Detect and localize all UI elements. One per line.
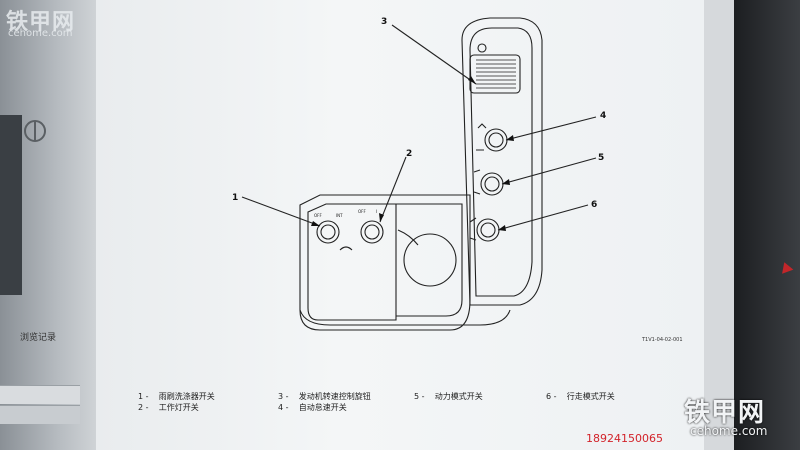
worklight-off-label: OFF <box>358 209 366 214</box>
console-pillar-outer <box>461 17 543 306</box>
figure-code: T1V1-04-02-001 <box>642 337 683 343</box>
console-pillar-inner <box>469 27 533 297</box>
callout-6: 6 <box>591 200 597 210</box>
power-mode-switch <box>480 172 504 196</box>
recess-curve <box>397 229 419 246</box>
legend-text: 雨刷洗涤器开关 <box>158 392 215 401</box>
worklight-on-label: I <box>376 209 377 214</box>
legend-text: 动力模式开关 <box>434 392 483 401</box>
base-panel-right <box>396 203 463 317</box>
peace-icon <box>24 120 46 142</box>
legend-num: 3 - <box>278 392 289 401</box>
auto-idle-symbols <box>476 123 487 151</box>
base-panel-outer <box>299 194 471 331</box>
leader-3 <box>391 24 477 85</box>
travel-mode-symbols <box>469 217 477 241</box>
phone-number: 18924150065 <box>586 432 663 445</box>
legend-item-4: 4 - 自动怠速开关 <box>278 402 347 413</box>
leader-6 <box>497 204 589 231</box>
travel-mode-switch <box>476 218 500 242</box>
watermark-brand: 铁甲网 <box>6 10 76 35</box>
legend-text: 行走模式开关 <box>566 392 615 401</box>
callout-4: 4 <box>600 111 606 121</box>
center-dial-recess <box>403 233 457 287</box>
legend-text: 自动怠速开关 <box>298 403 347 412</box>
legend-item-3: 3 - 发动机转速控制旋钮 <box>278 391 371 402</box>
wiper-switch <box>316 220 340 244</box>
throttle-indicator-icon <box>477 43 487 53</box>
right-margin <box>704 0 734 450</box>
power-mode-symbols <box>473 169 481 195</box>
legend-num: 5 - <box>414 392 425 401</box>
bottom-sweep <box>299 309 511 326</box>
legend-item-2: 2 - 工作灯开关 <box>138 402 199 413</box>
wiper-symbol <box>339 246 353 251</box>
wiper-int-label: INT <box>336 213 343 218</box>
right-dark-edge <box>734 0 800 450</box>
legend-text: 发动机转速控制旋钮 <box>298 392 371 401</box>
legend-item-1: 1 - 雨刷洗涤器开关 <box>138 391 215 402</box>
base-panel-left <box>307 203 397 321</box>
leader-1 <box>241 196 321 227</box>
legend-num: 2 - <box>138 403 149 412</box>
legend-item-6: 6 - 行走模式开关 <box>546 391 615 402</box>
left-dark-strip <box>0 115 22 295</box>
callout-5: 5 <box>598 153 604 163</box>
callout-3: 3 <box>381 17 387 27</box>
document-page <box>96 0 704 450</box>
legend-item-5: 5 - 动力模式开关 <box>414 391 483 402</box>
work-light-switch <box>360 220 384 244</box>
left-toolbar <box>0 385 80 404</box>
watermark-site: cehome.com <box>8 28 73 39</box>
leader-2 <box>379 156 407 223</box>
auto-idle-switch <box>484 128 508 152</box>
legend-text: 工作灯开关 <box>158 403 199 412</box>
leader-5 <box>501 157 597 185</box>
watermark-site-bottom: cehome.com <box>690 424 768 438</box>
wiper-off-label: OFF <box>314 213 322 218</box>
callout-2: 2 <box>406 149 412 159</box>
throttle-housing <box>469 54 521 94</box>
legend-num: 4 - <box>278 403 289 412</box>
watermark-brand-bottom: 铁甲网 <box>684 398 766 428</box>
legend-num: 6 - <box>546 392 557 401</box>
legend-num: 1 - <box>138 392 149 401</box>
left-toolbar-2 <box>0 405 80 424</box>
history-link[interactable]: 浏览记录 <box>20 333 57 343</box>
callout-1: 1 <box>232 193 238 203</box>
leader-4 <box>505 116 597 141</box>
